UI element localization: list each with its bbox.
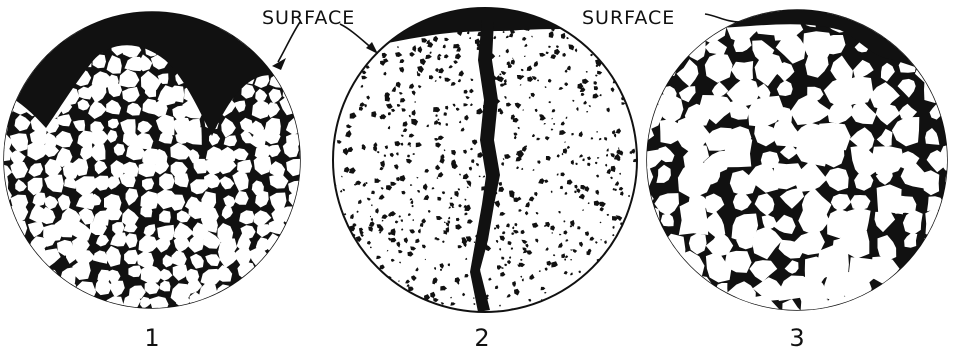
panel-3-micrograph xyxy=(626,0,962,334)
panel-1-number: 1 xyxy=(144,324,159,351)
surface-label-right: SURFACE xyxy=(582,7,675,29)
panel-2-number: 2 xyxy=(474,324,489,351)
panel-3-number: 3 xyxy=(789,324,804,351)
surface-label-left: SURFACE xyxy=(262,7,355,29)
panel-3-coarse-grains xyxy=(626,0,962,334)
leader-to-panel-3 xyxy=(705,14,740,22)
panel-1-micrograph xyxy=(0,0,322,332)
